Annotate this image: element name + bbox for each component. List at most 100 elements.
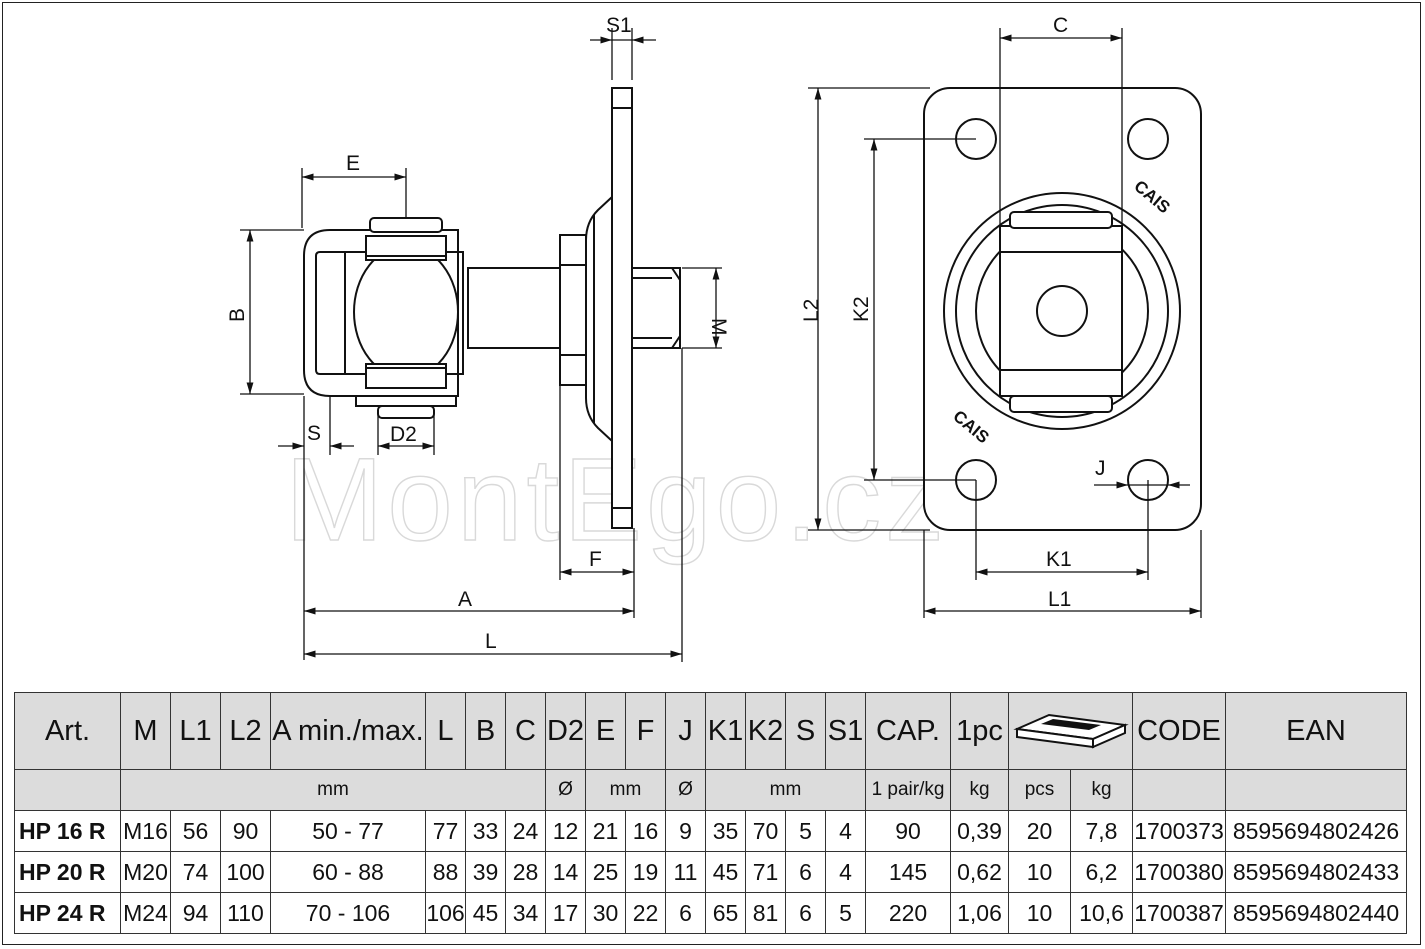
label-a: A	[458, 588, 472, 611]
label-f: F	[589, 548, 602, 571]
cell-b: 39	[465, 851, 506, 893]
header-package	[1008, 692, 1133, 770]
header-s: S	[785, 692, 826, 770]
header-k2: K2	[745, 692, 786, 770]
label-d2: D2	[390, 423, 417, 446]
header-l2: L2	[220, 692, 271, 770]
header-s1: S1	[825, 692, 866, 770]
cell-l1: 94	[170, 892, 221, 934]
cell-cap: 145	[865, 851, 951, 893]
header-e: E	[585, 692, 626, 770]
hinge-side-view	[303, 87, 681, 529]
units-mm-1: mm	[120, 769, 546, 811]
cell-d2: 17	[545, 892, 586, 934]
cell-cap: 220	[865, 892, 951, 934]
header-l: L	[425, 692, 466, 770]
label-e: E	[346, 152, 360, 175]
cell-d2: 12	[545, 810, 586, 852]
header-cap: CAP.	[865, 692, 951, 770]
front-view-labels: C L2 K2 J K1 L1	[800, 14, 1106, 611]
cell-e: 21	[585, 810, 626, 852]
label-l2: L2	[800, 299, 823, 322]
cell-a-min-max: 70 - 106	[270, 892, 426, 934]
table-units-row: mm Ø mm Ø mm 1 pair/kg kg pcs kg	[14, 769, 1407, 811]
header-ean: EAN	[1225, 692, 1407, 770]
header-1pc: 1pc	[950, 692, 1009, 770]
cell-b: 45	[465, 892, 506, 934]
header-m: M	[120, 692, 171, 770]
table-row: HP 20 R M20 74 100 60 - 88 88 39 28 14 2…	[14, 851, 1407, 893]
label-k1: K1	[1046, 548, 1072, 571]
header-code: CODE	[1132, 692, 1226, 770]
cell-d2: 14	[545, 851, 586, 893]
spec-table: Art. M L1 L2 A min./max. L B C D2 E F J …	[14, 692, 1407, 934]
side-view-labels: S1 E B M S D2 F A L	[226, 14, 730, 653]
units-empty-code	[1132, 769, 1226, 811]
cell-k1: 45	[705, 851, 746, 893]
header-b: B	[465, 692, 506, 770]
cell-1pc-kg: 0,39	[950, 810, 1009, 852]
cell-m: M16	[120, 810, 171, 852]
cell-code: 1700387	[1132, 892, 1226, 934]
cell-cap: 90	[865, 810, 951, 852]
label-s1: S1	[606, 14, 632, 37]
label-j: J	[1095, 457, 1106, 480]
table-row: HP 16 R M16 56 90 50 - 77 77 33 24 12 21…	[14, 810, 1407, 852]
cell-code: 1700373	[1132, 810, 1226, 852]
cell-ean: 8595694802433	[1225, 851, 1407, 893]
header-a-min-max: A min./max.	[270, 692, 426, 770]
cell-l: 77	[425, 810, 466, 852]
label-m: M	[707, 318, 730, 336]
cell-pcs: 10	[1008, 851, 1071, 893]
cell-f: 19	[625, 851, 666, 893]
cell-l2: 110	[220, 892, 271, 934]
cell-ean: 8595694802440	[1225, 892, 1407, 934]
side-view-dimensions	[240, 28, 722, 662]
hinge-front-view	[923, 87, 1202, 531]
units-pcs: pcs	[1008, 769, 1071, 811]
cell-1pc-kg: 0,62	[950, 851, 1009, 893]
cell-a-min-max: 50 - 77	[270, 810, 426, 852]
cell-pack-kg: 10,6	[1070, 892, 1133, 934]
cell-k2: 70	[745, 810, 786, 852]
cell-c: 24	[505, 810, 546, 852]
cell-pack-kg: 7,8	[1070, 810, 1133, 852]
label-k2: K2	[850, 296, 873, 322]
cell-l1: 74	[170, 851, 221, 893]
header-k1: K1	[705, 692, 746, 770]
cell-m: M20	[120, 851, 171, 893]
units-diameter-1: Ø	[545, 769, 586, 811]
label-s: S	[307, 422, 321, 445]
cell-k2: 81	[745, 892, 786, 934]
cell-k1: 65	[705, 892, 746, 934]
cell-j: 6	[665, 892, 706, 934]
units-mm-3: mm	[705, 769, 866, 811]
cell-k1: 35	[705, 810, 746, 852]
cell-c: 28	[505, 851, 546, 893]
cell-c: 34	[505, 892, 546, 934]
cell-art: HP 20 R	[14, 851, 121, 893]
cell-l2: 100	[220, 851, 271, 893]
cell-f: 16	[625, 810, 666, 852]
label-l: L	[485, 630, 497, 653]
units-kg-2: kg	[1070, 769, 1133, 811]
table-header-row: Art. M L1 L2 A min./max. L B C D2 E F J …	[14, 692, 1407, 770]
cell-k2: 71	[745, 851, 786, 893]
technical-drawing: MontEgo.cz	[226, 14, 1202, 662]
label-c: C	[1053, 14, 1068, 37]
header-f: F	[625, 692, 666, 770]
cell-e: 30	[585, 892, 626, 934]
units-empty	[14, 769, 121, 811]
cell-pcs: 20	[1008, 810, 1071, 852]
cell-l: 88	[425, 851, 466, 893]
cell-l: 106	[425, 892, 466, 934]
units-kg-1: kg	[950, 769, 1009, 811]
cell-s: 6	[785, 892, 826, 934]
units-cap: 1 pair/kg	[865, 769, 951, 811]
units-mm-2: mm	[585, 769, 666, 811]
label-b: B	[226, 308, 249, 322]
cell-code: 1700380	[1132, 851, 1226, 893]
front-view-dimensions	[808, 28, 1202, 618]
cell-pack-kg: 6,2	[1070, 851, 1133, 893]
